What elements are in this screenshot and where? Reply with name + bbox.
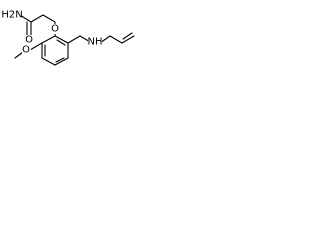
- ether-oxygen-label: O: [51, 24, 59, 35]
- bond-ring-methoxy-o: [29, 42, 43, 51]
- bond-ch-ch2-double-2: [122, 32, 133, 40]
- bond-amide-c-n: [19, 14, 32, 23]
- bond-methoxy-o-ch3: [14, 51, 24, 59]
- carbonyl-oxygen-label: O: [25, 35, 33, 46]
- ring-double-2: [55, 57, 65, 63]
- ring-bond-1: [54, 35, 69, 44]
- ring-bond-6: [41, 35, 56, 44]
- chemical-structure: H2N O O O NH: [1, 9, 135, 66]
- bond-ch2-o: [42, 14, 56, 23]
- atom-labels: H2N O O O NH: [1, 9, 103, 56]
- bond-ch2-ch: [109, 35, 123, 44]
- bond-c-ch2: [30, 14, 44, 23]
- methoxy-oxygen-label: O: [22, 45, 30, 56]
- ring-bond-4: [41, 57, 56, 66]
- amine-nh-label: NH: [88, 37, 103, 48]
- bond-ring-ch2: [67, 35, 81, 44]
- amide-nh2-label: H2N: [1, 10, 22, 21]
- ring-bond-3: [54, 57, 69, 66]
- bond-ch-ch2-double-1: [121, 35, 135, 44]
- ring-double-1: [56, 39, 66, 46]
